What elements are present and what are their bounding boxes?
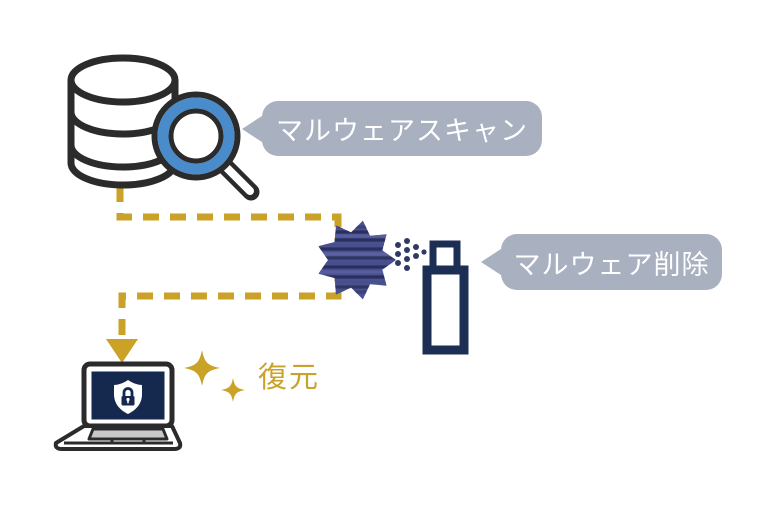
removal-speech-bubble: マルウェア削除 bbox=[481, 234, 722, 290]
sparkle-icons bbox=[184, 350, 245, 402]
arrowhead-down-icon bbox=[106, 339, 138, 363]
sparkle-small-icon bbox=[221, 378, 245, 402]
spray-bottle-icon bbox=[422, 240, 469, 355]
magnifier-icon bbox=[151, 91, 260, 201]
scan-label: マルウェアスキャン bbox=[276, 116, 528, 146]
sparkle-large-icon bbox=[184, 350, 220, 386]
restore-label: 復元 bbox=[258, 362, 321, 394]
spray-mist-icon bbox=[395, 238, 427, 271]
laptop-icon bbox=[53, 361, 183, 451]
database-icon bbox=[67, 54, 179, 189]
dashed-flow-path bbox=[106, 186, 342, 363]
removal-label: マルウェア削除 bbox=[513, 249, 710, 280]
shield-lock-icon bbox=[114, 380, 142, 414]
malware-blob-icon bbox=[318, 220, 396, 300]
scan-speech-bubble: マルウェアスキャン bbox=[242, 101, 542, 156]
